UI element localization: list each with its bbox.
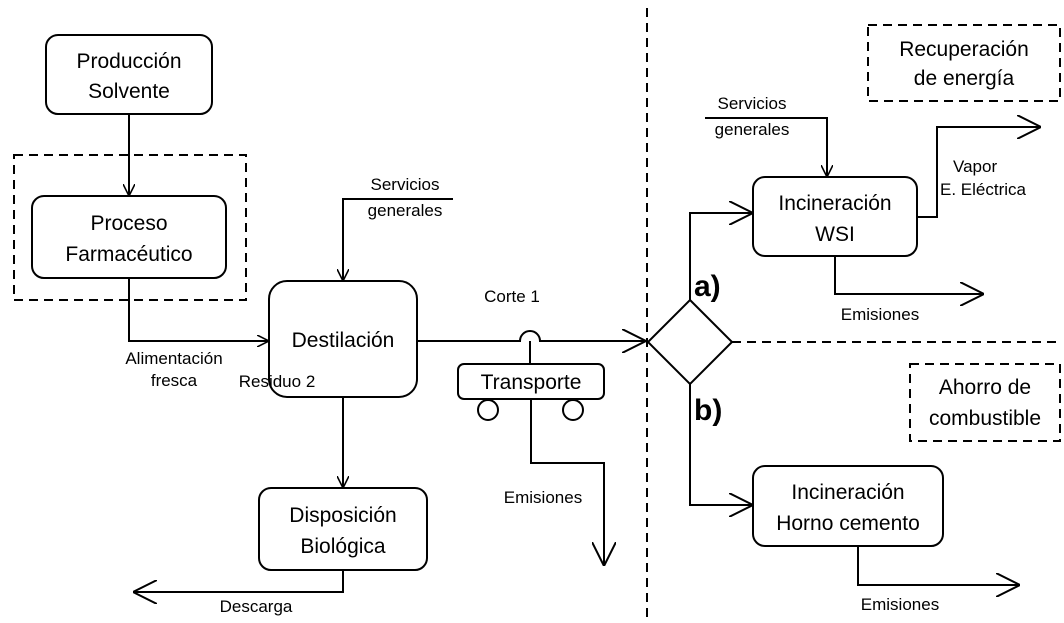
arrow-emisiones-transporte xyxy=(530,399,604,565)
node-label: Proceso xyxy=(90,212,167,235)
node-incineracion-wsi: Incineración WSI xyxy=(752,176,918,257)
servicios-label: Servicios xyxy=(371,175,440,194)
decision-diamond xyxy=(646,298,734,386)
alimentacion-label: fresca xyxy=(151,371,198,390)
note-label: Ahorro de xyxy=(939,376,1031,399)
node-label: Biológica xyxy=(300,535,386,558)
node-label: Transporte xyxy=(481,371,582,394)
arrow-servicios-destilacion xyxy=(343,198,453,280)
arrow-vapor xyxy=(917,127,1040,218)
arrow-destilacion-decision xyxy=(417,331,645,341)
note-label: Recuperación xyxy=(899,38,1029,61)
node-disposicion-biologica: Disposición Biológica xyxy=(258,487,428,571)
arrow-emisiones-horno xyxy=(857,546,1019,585)
node-label: Incineración xyxy=(791,481,904,504)
wheel-icon xyxy=(477,399,499,421)
node-label: Farmacéutico xyxy=(65,243,192,266)
note-ahorro-combustible: Ahorro de combustible xyxy=(909,363,1061,442)
emisiones-label: Emisiones xyxy=(861,595,939,614)
vapor-label: Vapor xyxy=(953,157,997,176)
node-label: Solvente xyxy=(88,80,170,103)
node-label: Producción xyxy=(76,50,181,73)
servicios-label: generales xyxy=(368,201,443,220)
node-incineracion-horno: Incineración Horno cemento xyxy=(752,465,944,547)
arrow-descarga xyxy=(134,570,344,592)
emisiones-label: Emisiones xyxy=(841,305,919,324)
node-label: Horno cemento xyxy=(776,512,920,535)
servicios-label: Servicios xyxy=(718,94,787,113)
alimentacion-label: Alimentación xyxy=(125,349,222,368)
arrow-emisiones-wsi xyxy=(834,256,983,294)
vapor-label: E. Eléctrica xyxy=(940,180,1027,199)
branch-a-label: a) xyxy=(694,270,721,303)
node-destilacion: Destilación xyxy=(268,280,418,398)
node-proceso-farmaceutico: Proceso Farmacéutico xyxy=(31,195,227,279)
arrow-servicios-wsi xyxy=(705,117,827,176)
node-label: Destilación xyxy=(292,329,395,352)
descarga-label: Descarga xyxy=(220,597,293,616)
node-transporte: Transporte xyxy=(457,363,605,421)
emisiones-label: Emisiones xyxy=(504,488,582,507)
arrow-branch-b xyxy=(689,384,752,505)
note-label: combustible xyxy=(929,407,1041,430)
branch-b-label: b) xyxy=(694,394,722,427)
arrow-branch-a xyxy=(689,213,752,300)
node-label: Disposición xyxy=(289,504,396,527)
servicios-label: generales xyxy=(715,120,790,139)
arrow-alimentacion xyxy=(128,278,268,341)
note-label: de energía xyxy=(914,67,1015,90)
note-recuperacion-energia: Recuperación de energía xyxy=(867,24,1061,102)
wheel-icon xyxy=(562,399,584,421)
node-label: Incineración xyxy=(778,192,891,215)
process-boundary xyxy=(13,154,247,301)
node-label: WSI xyxy=(815,223,855,246)
corte-label: Corte 1 xyxy=(484,287,540,306)
node-produccion-solvente: Producción Solvente xyxy=(45,34,213,115)
residuo-label: Residuo 2 xyxy=(239,372,316,391)
